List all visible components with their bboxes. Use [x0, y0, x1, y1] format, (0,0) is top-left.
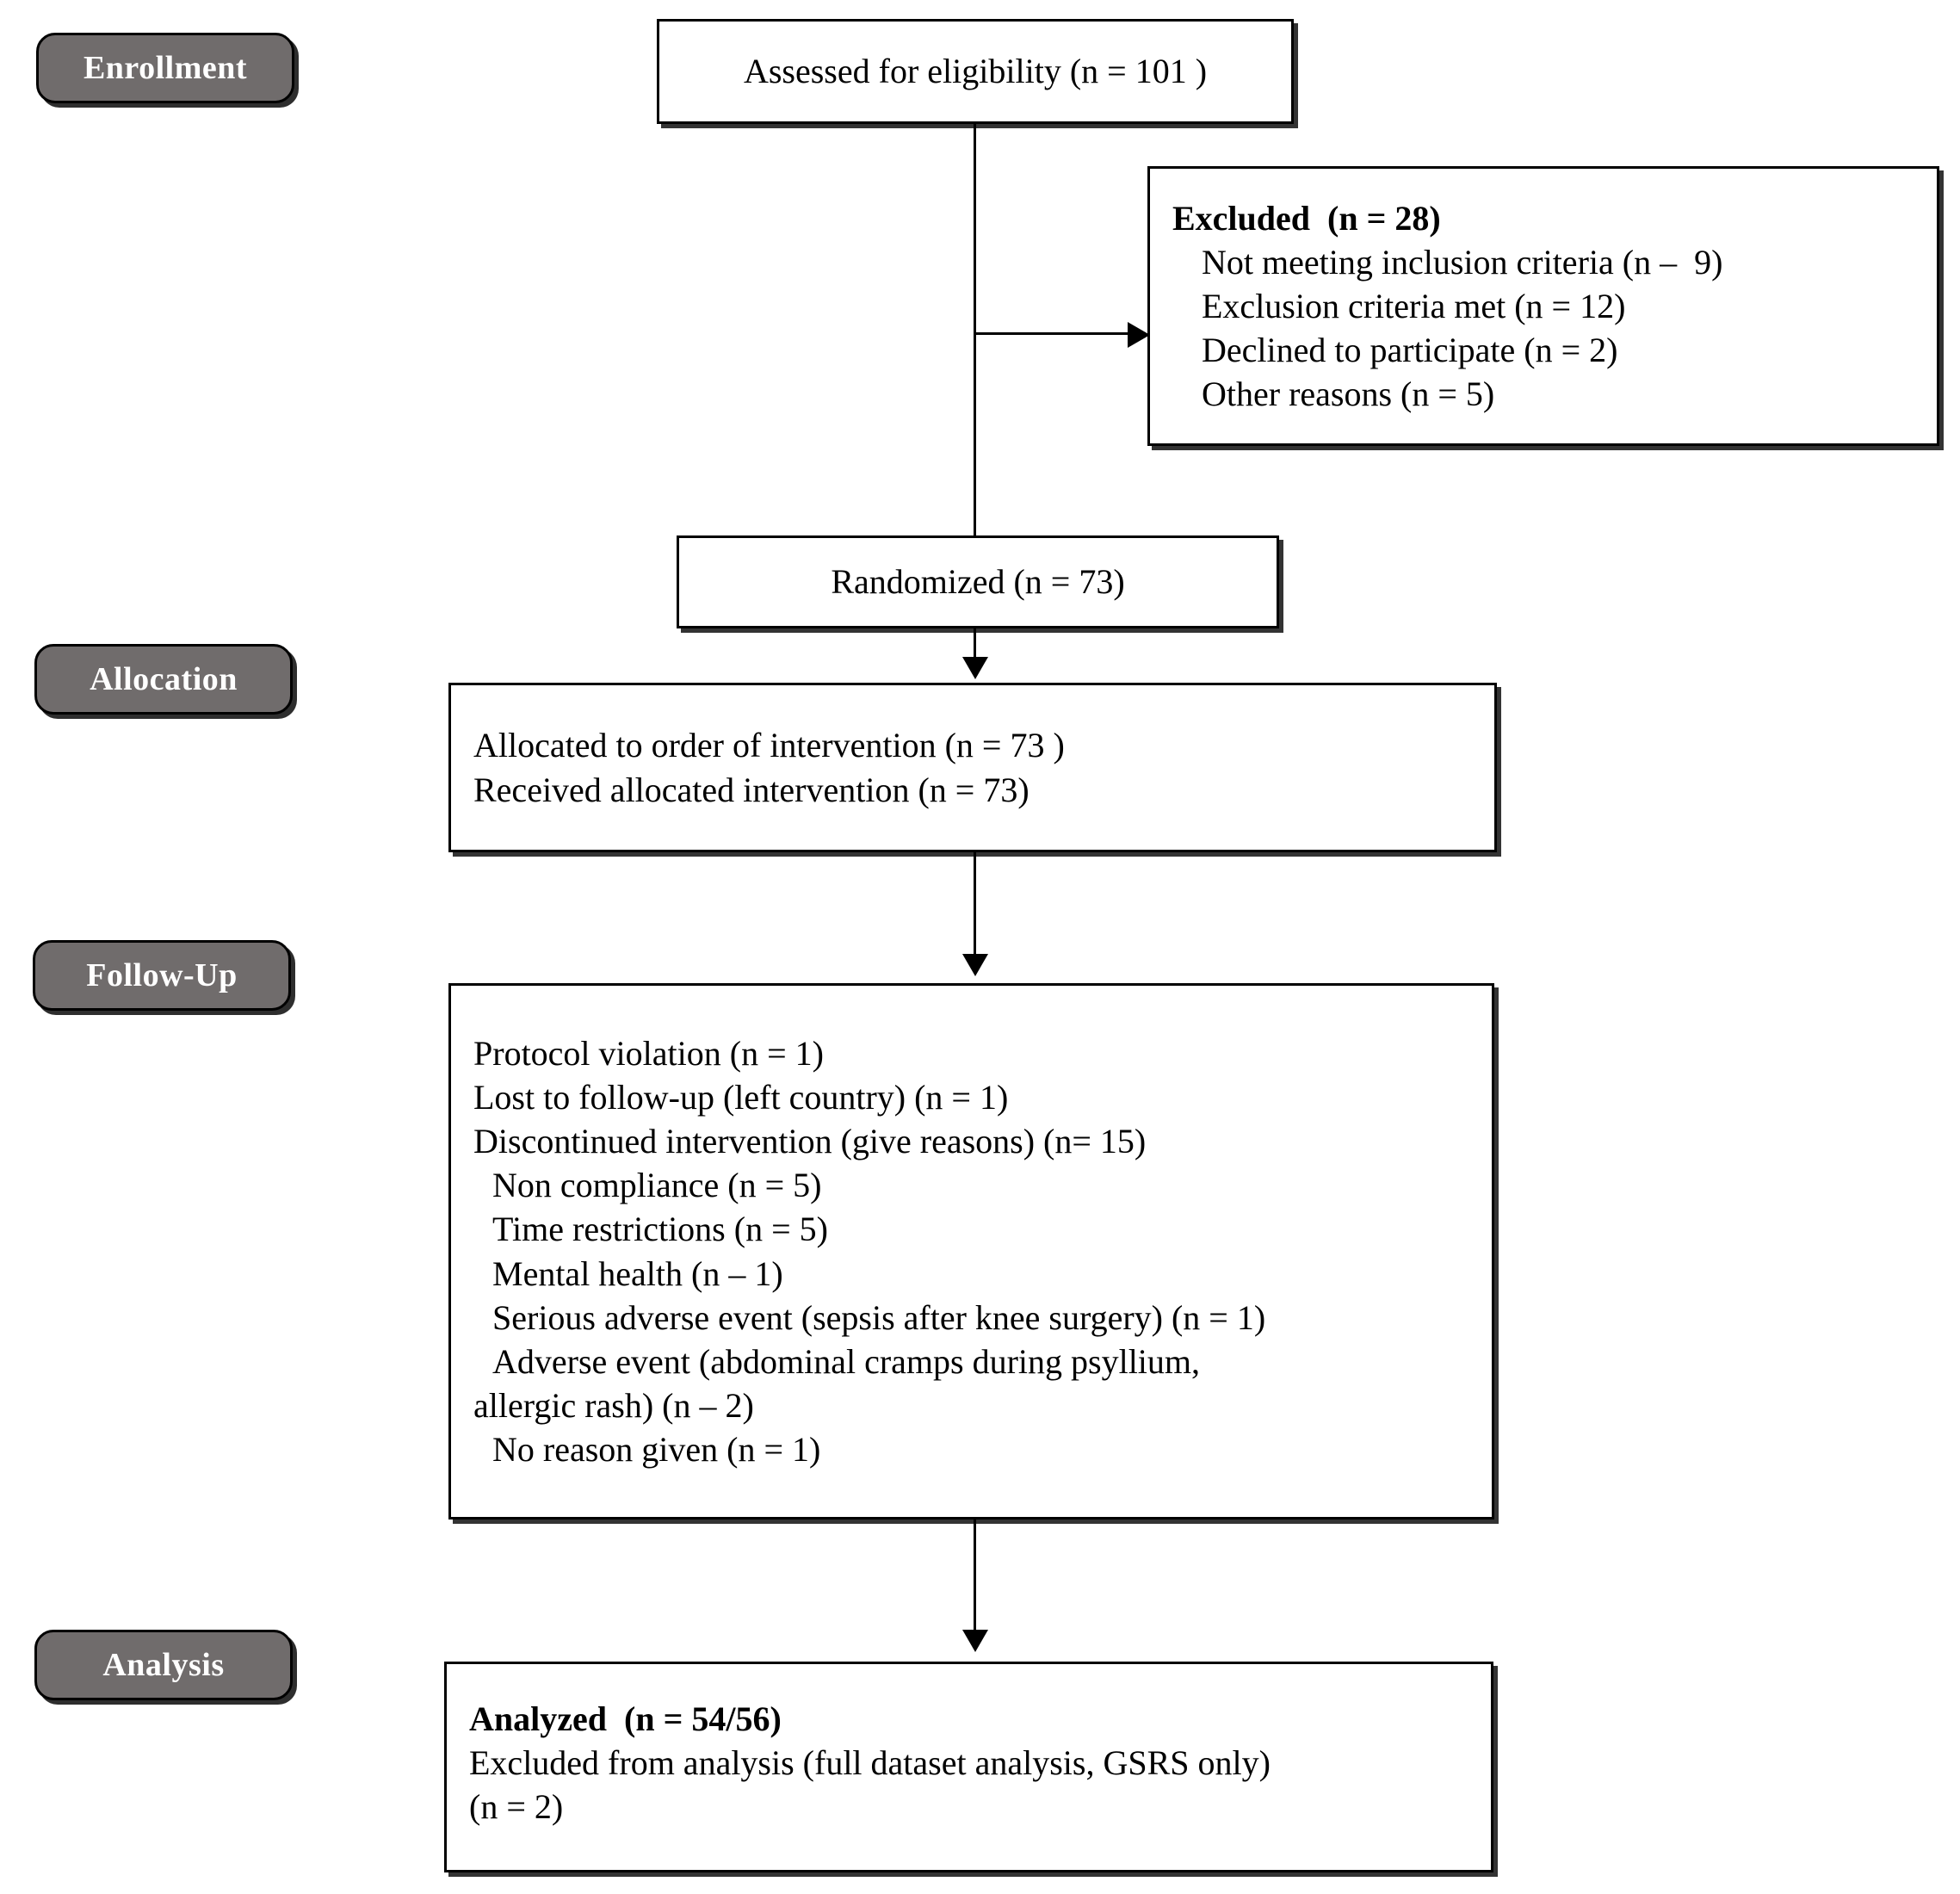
stage-label-allocation: Allocation — [34, 644, 293, 715]
followup-line-10: No reason given (n = 1) — [492, 1430, 821, 1470]
assessed-line-1: Assessed for eligibility (n = 101 ) — [743, 52, 1208, 91]
followup-line-3: Discontinued intervention (give reasons)… — [473, 1121, 1147, 1161]
randomized-to-allocated-arrowhead — [962, 657, 988, 679]
analysis-box: Analyzed (n = 54/56) Excluded from analy… — [444, 1662, 1493, 1872]
allocated-line-2: Received allocated intervention (n = 73) — [473, 770, 1029, 809]
stage-label-follow-up-text: Follow-Up — [86, 957, 238, 993]
analysis-line-2: Excluded from analysis (full dataset ana… — [469, 1743, 1271, 1783]
assessed-to-randomized-connector — [974, 124, 976, 535]
analysis-line-3: (n = 2) — [469, 1787, 564, 1827]
excluded-line-3: Exclusion criteria met (n = 12) — [1202, 286, 1626, 325]
excluded-box: Excluded (n = 28) Not meeting inclusion … — [1147, 166, 1939, 446]
stage-label-analysis: Analysis — [34, 1630, 293, 1700]
stage-label-enrollment: Enrollment — [36, 33, 294, 103]
randomized-box: Randomized (n = 73) — [677, 535, 1279, 628]
followup-line-6: Mental health (n – 1) — [492, 1253, 783, 1293]
followup-line-8: Adverse event (abdominal cramps during p… — [492, 1341, 1201, 1381]
followup-line-4: Non compliance (n = 5) — [492, 1166, 822, 1205]
allocated-to-followup-arrowhead — [962, 954, 988, 976]
excluded-line-4: Declined to participate (n = 2) — [1202, 331, 1618, 370]
allocated-to-followup-line — [974, 852, 976, 957]
assessed-to-excluded-line — [974, 332, 1133, 335]
follow-up-box: Protocol violation (n = 1) Lost to follo… — [448, 983, 1494, 1520]
assessed-for-eligibility-box: Assessed for eligibility (n = 101 ) — [657, 19, 1294, 124]
followup-line-9: allergic rash) (n – 2) — [473, 1386, 754, 1426]
excluded-line-5: Other reasons (n = 5) — [1202, 374, 1495, 414]
randomized-to-allocated-line — [974, 628, 976, 661]
stage-label-allocation-text: Allocation — [90, 661, 238, 697]
randomized-line-1: Randomized (n = 73) — [831, 562, 1125, 602]
followup-to-analysis-line — [974, 1520, 976, 1633]
followup-line-1: Protocol violation (n = 1) — [473, 1033, 824, 1073]
analysis-line-1: Analyzed (n = 54/56) — [469, 1699, 782, 1738]
allocated-line-1: Allocated to order of intervention (n = … — [473, 726, 1065, 765]
stage-label-analysis-text: Analysis — [102, 1647, 225, 1683]
excluded-line-1: Excluded (n = 28) — [1172, 198, 1441, 238]
excluded-line-2: Not meeting inclusion criteria (n – 9) — [1202, 242, 1723, 282]
followup-to-analysis-arrowhead — [962, 1630, 988, 1652]
followup-line-7: Serious adverse event (sepsis after knee… — [492, 1297, 1266, 1337]
allocated-box: Allocated to order of intervention (n = … — [448, 683, 1497, 852]
assessed-to-excluded-arrowhead — [1128, 322, 1150, 348]
followup-line-5: Time restrictions (n = 5) — [492, 1210, 828, 1249]
stage-label-follow-up: Follow-Up — [33, 940, 291, 1011]
stage-label-enrollment-text: Enrollment — [83, 50, 248, 86]
followup-line-2: Lost to follow-up (left country) (n = 1) — [473, 1077, 1009, 1117]
